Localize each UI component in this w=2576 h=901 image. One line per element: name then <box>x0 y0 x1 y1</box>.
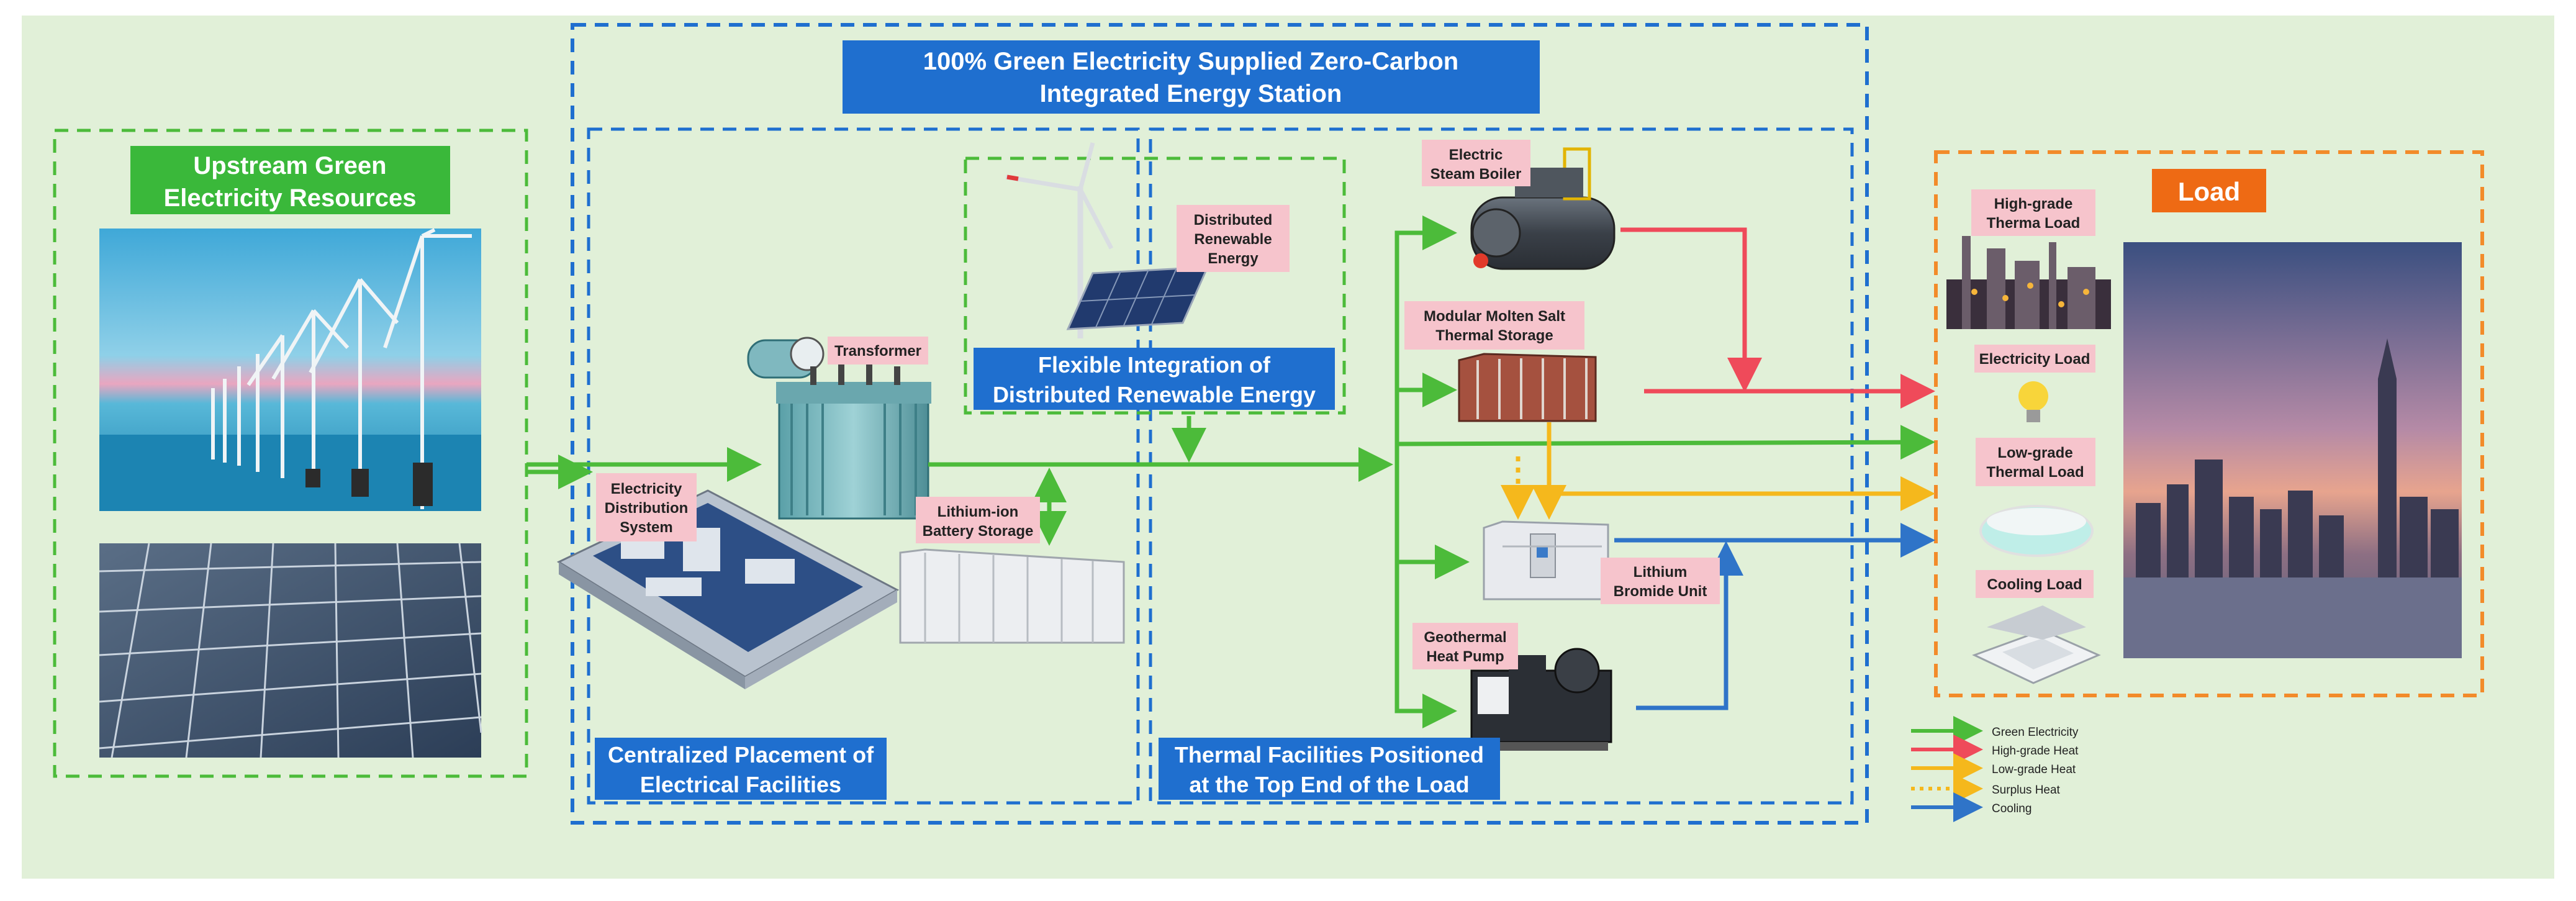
battery-label-bg <box>916 497 1040 543</box>
solar-farm-photo <box>99 543 482 758</box>
boiler-label-line1: Electric <box>1449 147 1503 163</box>
high-grade-label-line1: High-grade <box>1994 196 2073 212</box>
load-title: Load <box>2178 177 2240 206</box>
electricity-load-label: Electricity Load <box>1979 351 2090 368</box>
electricity-load-label-bg <box>1974 345 2095 373</box>
thermal-region-frame <box>1149 127 1854 805</box>
legend-high-heat-label: High-grade Heat <box>1992 745 2079 758</box>
red-arrow-boiler <box>1620 227 1762 392</box>
legend: Green Electricity High-grade Heat Low-gr… <box>1911 716 2079 822</box>
blue-arrow-heatpump <box>1636 541 1743 710</box>
city-skyline-photo <box>2123 242 2462 658</box>
low-grade-label-line2: Thermal Load <box>1986 464 2084 481</box>
battery-label-line2: Battery Storage <box>923 523 1034 540</box>
centralized-caption-badge <box>595 738 887 800</box>
boiler-label-line2: Steam Boiler <box>1430 166 1522 183</box>
transformer-label: Transformer <box>834 343 921 360</box>
legend-cooling-label: Cooling <box>1992 802 2031 815</box>
green-arrow-electricity-load <box>1396 425 1935 460</box>
light-bulb-icon <box>2018 381 2048 422</box>
upstream-badge <box>130 146 450 214</box>
cooling-load-label-bg <box>1976 570 2094 598</box>
high-grade-label-bg <box>1971 189 2095 236</box>
distributed-label-line1: Distributed <box>1194 212 1273 229</box>
battery-storage-illustration <box>899 548 1125 644</box>
upstream-region-frame <box>53 129 528 778</box>
geothermal-heat-pump-illustration <box>1470 648 1612 751</box>
upstream-title-line2: Electricity Resources <box>164 184 417 212</box>
bromide-label-line2: Bromide Unit <box>1614 583 1707 600</box>
ceiling-ac-icon <box>1972 605 2101 684</box>
low-grade-label-bg <box>1976 438 2095 486</box>
distribution-label-bg <box>596 473 697 541</box>
title-line1: 100% Green Electricity Supplied Zero-Car… <box>923 48 1458 75</box>
boiler-label-bg <box>1422 140 1530 186</box>
offshore-wind-farm-photo <box>99 228 481 511</box>
station-region-frame <box>571 23 1869 825</box>
distribution-label-line3: System <box>620 519 672 536</box>
salt-label-line1: Modular Molten Salt <box>1424 308 1565 325</box>
heatpump-label-bg <box>1412 623 1518 669</box>
distributed-label-line3: Energy <box>1208 250 1259 267</box>
salt-label-line2: Thermal Storage <box>1435 327 1553 344</box>
distributed-label-bg <box>1177 205 1290 272</box>
transformer-illustration <box>747 337 931 520</box>
low-grade-label-line1: Low-grade <box>1997 445 2072 461</box>
load-region-frame <box>1934 150 2484 697</box>
battery-label-line1: Lithium-ion <box>938 504 1019 520</box>
centralized-caption-line1: Centralized Placement of <box>608 742 874 767</box>
centralized-caption-line2: Electrical Facilities <box>640 772 841 797</box>
title-line2: Integrated Energy Station <box>1040 80 1342 107</box>
cooling-load-label: Cooling Load <box>1987 576 2082 593</box>
distribution-label-line1: Electricity <box>611 481 682 497</box>
bromide-label-bg <box>1601 558 1720 604</box>
distributed-label-line2: Renewable <box>1194 231 1272 248</box>
molten-salt-storage-illustration <box>1458 353 1597 422</box>
thermal-caption-line2: at the Top End of the Load <box>1189 772 1469 797</box>
legend-green-label: Green Electricity <box>1992 726 2079 739</box>
distributed-region-frame <box>964 156 1346 415</box>
legend-low-heat-label: Low-grade Heat <box>1992 763 2076 776</box>
green-arrow-heatpump <box>1394 444 1457 728</box>
high-grade-label-line2: Therma Load <box>1987 215 2081 232</box>
distributed-caption-line1: Flexible Integration of <box>1038 352 1271 378</box>
thermal-caption-line1: Thermal Facilities Positioned <box>1175 742 1484 767</box>
distributed-caption-badge <box>974 348 1335 410</box>
distribution-label-line2: Distribution <box>605 500 689 517</box>
salt-label-bg <box>1404 301 1584 350</box>
legend-surplus-heat-label: Surplus Heat <box>1992 784 2061 797</box>
electric-steam-boiler-illustration <box>1470 147 1616 270</box>
green-arrow-boiler <box>1394 215 1457 444</box>
refinery-icon-illustration <box>1946 236 2111 329</box>
title-banner <box>843 40 1540 114</box>
heatpump-label-line1: Geothermal <box>1424 629 1506 646</box>
wind-solar-illustration <box>1005 142 1209 338</box>
heatpump-label-line2: Heat Pump <box>1426 648 1504 665</box>
bathtub-icon <box>1979 505 2094 557</box>
bromide-label-line1: Lithium <box>1634 564 1688 581</box>
upstream-title-line1: Upstream Green <box>193 152 386 179</box>
yellow-arrow-low-grade-load <box>1547 422 1935 511</box>
load-badge <box>2152 169 2266 212</box>
lithium-bromide-unit-illustration <box>1483 520 1609 600</box>
transformer-label-bg <box>828 337 928 364</box>
distributed-caption-line2: Distributed Renewable Energy <box>993 382 1316 407</box>
thermal-caption-badge <box>1159 738 1500 800</box>
